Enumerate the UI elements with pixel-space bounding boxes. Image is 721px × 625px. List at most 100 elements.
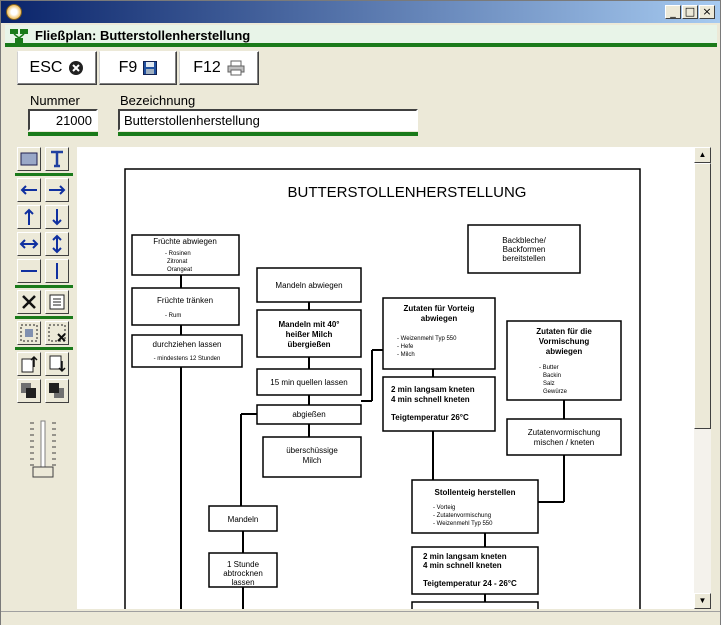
label-kneten-2-temp: Teigtemperatur 24 - 26°C <box>423 579 517 588</box>
box-kneten-2 <box>411 546 539 595</box>
save-icon <box>143 61 158 75</box>
arrow-left-right-icon <box>19 239 39 249</box>
f9-save-button[interactable]: F9 <box>99 51 177 85</box>
arrow-down-icon <box>52 209 62 226</box>
box-fruechte-traenken <box>131 287 240 326</box>
arrow-up-down-icon <box>52 234 62 254</box>
esc-button[interactable]: ESC <box>17 51 97 85</box>
label-fruechte-abwiegen: Früchte abwiegen <box>153 237 217 246</box>
box-backbleche <box>467 224 581 274</box>
send-backward-icon <box>49 355 66 373</box>
to-back-icon <box>49 383 64 398</box>
app-icon[interactable] <box>6 4 22 20</box>
diagram-title: BUTTERSTOLLENHERSTELLUNG <box>288 184 527 201</box>
rectangle-icon <box>20 152 38 166</box>
box-mandeln <box>208 505 278 532</box>
box-mandeln-milch <box>256 309 362 358</box>
label-fruechte-item: Zitronat <box>167 259 188 265</box>
tool-arrow-right[interactable] <box>45 178 69 202</box>
tool-delete[interactable] <box>17 290 41 314</box>
tool-text[interactable] <box>45 147 69 171</box>
label-abgiessen: abgießen <box>292 410 325 419</box>
label-stollenteig-item: - Zutatenvormischung <box>433 513 491 519</box>
group-icon <box>20 324 38 342</box>
form-header: Fließplan: Butterstollenherstellung <box>5 25 717 47</box>
box-abtrocknen <box>208 552 278 588</box>
close-window-button[interactable]: × <box>699 5 715 19</box>
vertical-scrollbar[interactable]: ▲ ▼ <box>694 147 711 609</box>
nummer-underline <box>28 132 98 136</box>
zoom-slider[interactable] <box>25 419 61 483</box>
bezeichnung-field[interactable]: Butterstollenherstellung <box>118 109 418 131</box>
arrow-up-icon <box>24 208 34 225</box>
label-fruechte-traenken: Früchte tränken <box>157 296 213 305</box>
line-vertical-icon <box>56 263 58 279</box>
tool-arrow-vertical-both[interactable] <box>45 232 69 256</box>
box-next-step <box>411 601 539 609</box>
scroll-down-button[interactable]: ▼ <box>694 593 711 609</box>
arrow-left-icon <box>20 185 37 195</box>
label-vormischung-item: - Butter <box>539 365 559 371</box>
minimize-button[interactable]: _ <box>665 5 681 19</box>
status-bar <box>1 611 720 625</box>
tool-arrow-down[interactable] <box>45 205 69 229</box>
label-ueberschuessige: Milch <box>303 456 322 465</box>
scroll-up-button[interactable]: ▲ <box>694 147 711 163</box>
tool-separator <box>15 285 73 288</box>
scroll-thumb[interactable] <box>694 163 711 429</box>
label-ueberschuessige: überschüssige <box>286 446 338 455</box>
label-vormischung-item: Backin <box>543 373 561 379</box>
f12-button-label: F12 <box>193 59 221 76</box>
tool-group[interactable] <box>17 321 41 345</box>
box-zutaten-vorteig <box>382 297 496 370</box>
label-kneten-1-temp: Teigtemperatur 26°C <box>391 413 469 422</box>
label-mandeln-milch: Mandeln mit 40° <box>279 320 340 329</box>
flowchart-canvas[interactable]: BUTTERSTOLLENHERSTELLUNG <box>77 147 694 609</box>
f9-button-label: F9 <box>118 59 138 76</box>
f12-print-button[interactable]: F12 <box>179 51 259 85</box>
page-title: Fließplan: Butterstollenherstellung <box>35 28 251 43</box>
nummer-field[interactable]: 21000 <box>28 109 98 131</box>
label-mandeln-milch: übergießen <box>287 340 330 349</box>
tool-to-front[interactable] <box>17 379 41 403</box>
cancel-icon <box>69 61 84 75</box>
box-ueberschuessige <box>262 436 362 478</box>
label-durchziehen: durchziehen lassen <box>153 340 222 349</box>
tool-line-horizontal[interactable] <box>17 259 41 283</box>
title-bar[interactable]: _ □ × <box>1 1 720 23</box>
bezeichnung-underline <box>118 132 418 136</box>
tool-rectangle[interactable] <box>17 147 41 171</box>
label-abtrocknen: lassen <box>231 578 254 587</box>
label-abtrocknen: 1 Stunde <box>227 560 260 569</box>
line-horizontal-icon <box>21 270 37 272</box>
arrow-right-icon <box>49 185 66 195</box>
box-zutaten-vormischung <box>506 320 622 401</box>
label-zutaten-vormischung: abwiegen <box>546 347 583 356</box>
tool-separator <box>15 347 73 350</box>
bring-forward-icon <box>21 355 38 373</box>
tool-separator <box>15 173 73 176</box>
tool-send-backward[interactable] <box>45 352 69 376</box>
label-backbleche: bereitstellen <box>502 254 545 263</box>
tool-arrow-left[interactable] <box>17 178 41 202</box>
label-mandeln-milch: heißer Milch <box>286 330 333 339</box>
tool-bring-forward[interactable] <box>17 352 41 376</box>
tool-arrow-horizontal-both[interactable] <box>17 232 41 256</box>
label-kneten-2: 2 min langsam kneten <box>423 552 507 561</box>
label-vormischung-item: Salz <box>543 381 555 387</box>
properties-icon <box>49 294 65 310</box>
label-durchziehen-item: - mindestens 12 Stunden <box>154 356 221 362</box>
tool-arrow-up[interactable] <box>17 205 41 229</box>
tool-properties[interactable] <box>45 290 69 314</box>
label-vormischung-item: Gewürze <box>543 389 568 395</box>
label-vorteig-item: - Hefe <box>397 344 414 350</box>
tool-ungroup[interactable] <box>45 321 69 345</box>
label-backbleche: Backbleche/ <box>502 236 546 245</box>
maximize-button[interactable]: □ <box>682 5 698 19</box>
label-abtrocknen: abtrocknen <box>223 569 263 578</box>
tool-line-vertical[interactable] <box>45 259 69 283</box>
label-mandeln-abwiegen: Mandeln abwiegen <box>275 281 342 290</box>
tool-to-back[interactable] <box>45 379 69 403</box>
esc-button-label: ESC <box>29 59 63 76</box>
label-zutaten-vormischung: Zutaten für die <box>536 327 592 336</box>
